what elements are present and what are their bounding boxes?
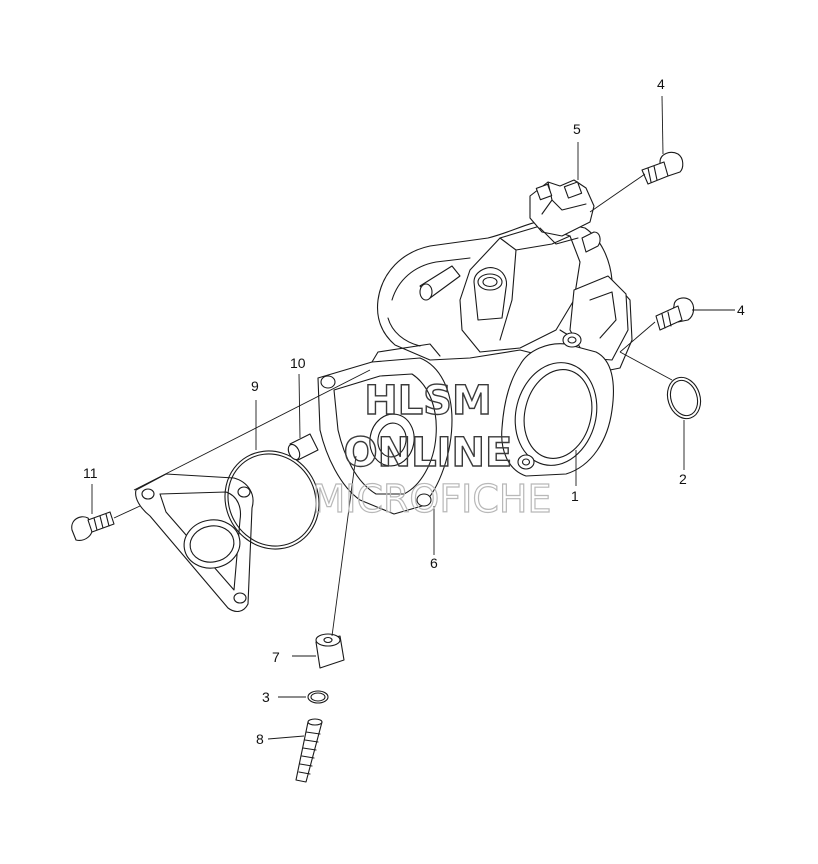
callout-3: 3 [262, 689, 270, 705]
cover-plate [135, 473, 254, 613]
callout-4-lower: 4 [737, 302, 745, 318]
watermark-line-3: MICROFICHE [312, 477, 551, 521]
watermark-line-1: HLSM [364, 378, 492, 424]
pin [287, 433, 319, 461]
callout-7: 7 [272, 649, 280, 665]
watermark: HLSM ONLINE MICROFICHE [312, 377, 552, 521]
throttle-body-housing [376, 219, 633, 373]
callout-1: 1 [571, 488, 579, 504]
callout-11: 11 [83, 465, 98, 481]
stud [295, 718, 323, 783]
throttle-position-sensor [529, 179, 595, 245]
callout-6: 6 [430, 555, 438, 571]
callout-10: 10 [290, 355, 306, 371]
screw-lower [655, 297, 695, 331]
spacer [315, 633, 345, 669]
screw-upper [641, 151, 684, 185]
callout-9: 9 [251, 378, 259, 394]
callout-8: 8 [256, 731, 264, 747]
callout-2: 2 [679, 471, 687, 487]
bolt-11 [71, 511, 115, 541]
callout-5: 5 [573, 121, 581, 137]
callout-4-upper: 4 [657, 76, 665, 92]
callout-labels: 1 2 3 4 4 5 6 7 8 9 10 11 [83, 76, 745, 747]
leader-lines [91, 95, 735, 740]
outlet-flange [501, 332, 614, 477]
washer [307, 690, 329, 704]
watermark-line-2: ONLINE [344, 430, 513, 476]
small-o-ring [666, 376, 702, 420]
left-flange [317, 343, 453, 515]
large-o-ring [224, 450, 320, 550]
